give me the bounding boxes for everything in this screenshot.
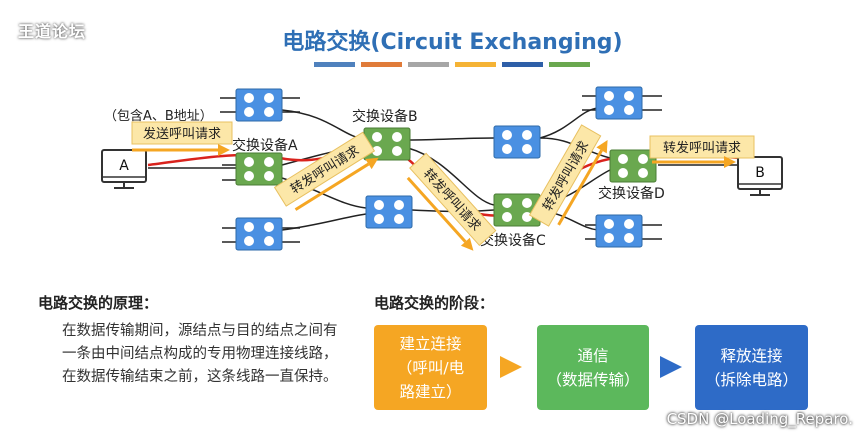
switch-bottom-left [235, 217, 283, 251]
stage-communication: 通信 （数据传输） [537, 325, 649, 410]
stage-label: 建立连接 [399, 334, 462, 353]
switch-c-label: 交换设备C [480, 232, 546, 249]
watermark-logo: 王道论坛 [18, 22, 87, 41]
stages-title: 电路交换的阶段： [374, 294, 495, 312]
svg-text:转发呼叫请求: 转发呼叫请求 [540, 138, 593, 214]
computer-a-icon [101, 149, 147, 189]
address-note: （包含A、B地址） [104, 108, 213, 124]
switch-a-label: 交换设备A [232, 137, 298, 154]
credit-watermark: CSDN @Loading_Reparo. [666, 410, 853, 428]
switch-b [363, 127, 411, 161]
switch-mid-left [365, 195, 413, 229]
stage-note: 路建立） [399, 382, 462, 401]
switch-b-label: 交换设备B [352, 108, 418, 125]
switch-d-label: 交换设备D [598, 185, 665, 202]
principle-title: 电路交换的原理： [38, 294, 159, 312]
color-bar-segment [314, 62, 355, 67]
color-bar-segment [549, 62, 590, 67]
color-bar-segment [361, 62, 402, 67]
svg-text:转发呼叫请求: 转发呼叫请求 [663, 140, 741, 156]
stage-note: （数据传输） [546, 370, 640, 389]
stage-note: （拆除电路） [704, 370, 798, 389]
switch-top-left [235, 88, 283, 122]
host-b-label: B [755, 165, 765, 181]
forward-request-banner-4: 转发呼叫请求 [649, 135, 755, 168]
stage-label: 释放连接 [720, 346, 783, 365]
stage-note: （呼叫/电 [396, 358, 465, 377]
switch-a [235, 152, 283, 186]
host-a-label: A [119, 158, 129, 174]
color-bar [314, 62, 590, 67]
switch-bottom-right [595, 214, 643, 248]
svg-text:发送呼叫请求: 发送呼叫请求 [143, 126, 221, 142]
send-request-banner: 发送呼叫请求 [131, 121, 233, 156]
arrow-right-icon [500, 356, 522, 378]
color-bar-segment [455, 62, 496, 67]
principle-body: 在数据传输期间，源结点与目的结点之间有一条由中间结点构成的专用物理连接线路，在数… [62, 323, 338, 385]
stage-label: 通信 [577, 346, 609, 365]
network-diagram: A B （包含A、B地址） 交换设备A 交换设备B 交换设备C 交换设备D 发送… [101, 86, 783, 251]
computer-b-icon [737, 156, 783, 196]
arrow-right-icon [660, 356, 682, 378]
switch-d [609, 149, 657, 183]
color-bar-segment [502, 62, 543, 67]
stage-establish-connection: 建立连接 （呼叫/电 路建立） [374, 325, 487, 410]
switch-mid-right [493, 125, 541, 159]
forward-request-banner-2: 转发呼叫请求 [406, 152, 497, 251]
switch-top-right [595, 86, 643, 120]
stage-release-connection: 释放连接 （拆除电路） [695, 325, 808, 410]
color-bar-segment [408, 62, 449, 67]
page-title: 电路交换(Circuit Exchanging) [282, 30, 623, 55]
svg-text:转发呼叫请求: 转发呼叫请求 [288, 143, 363, 198]
